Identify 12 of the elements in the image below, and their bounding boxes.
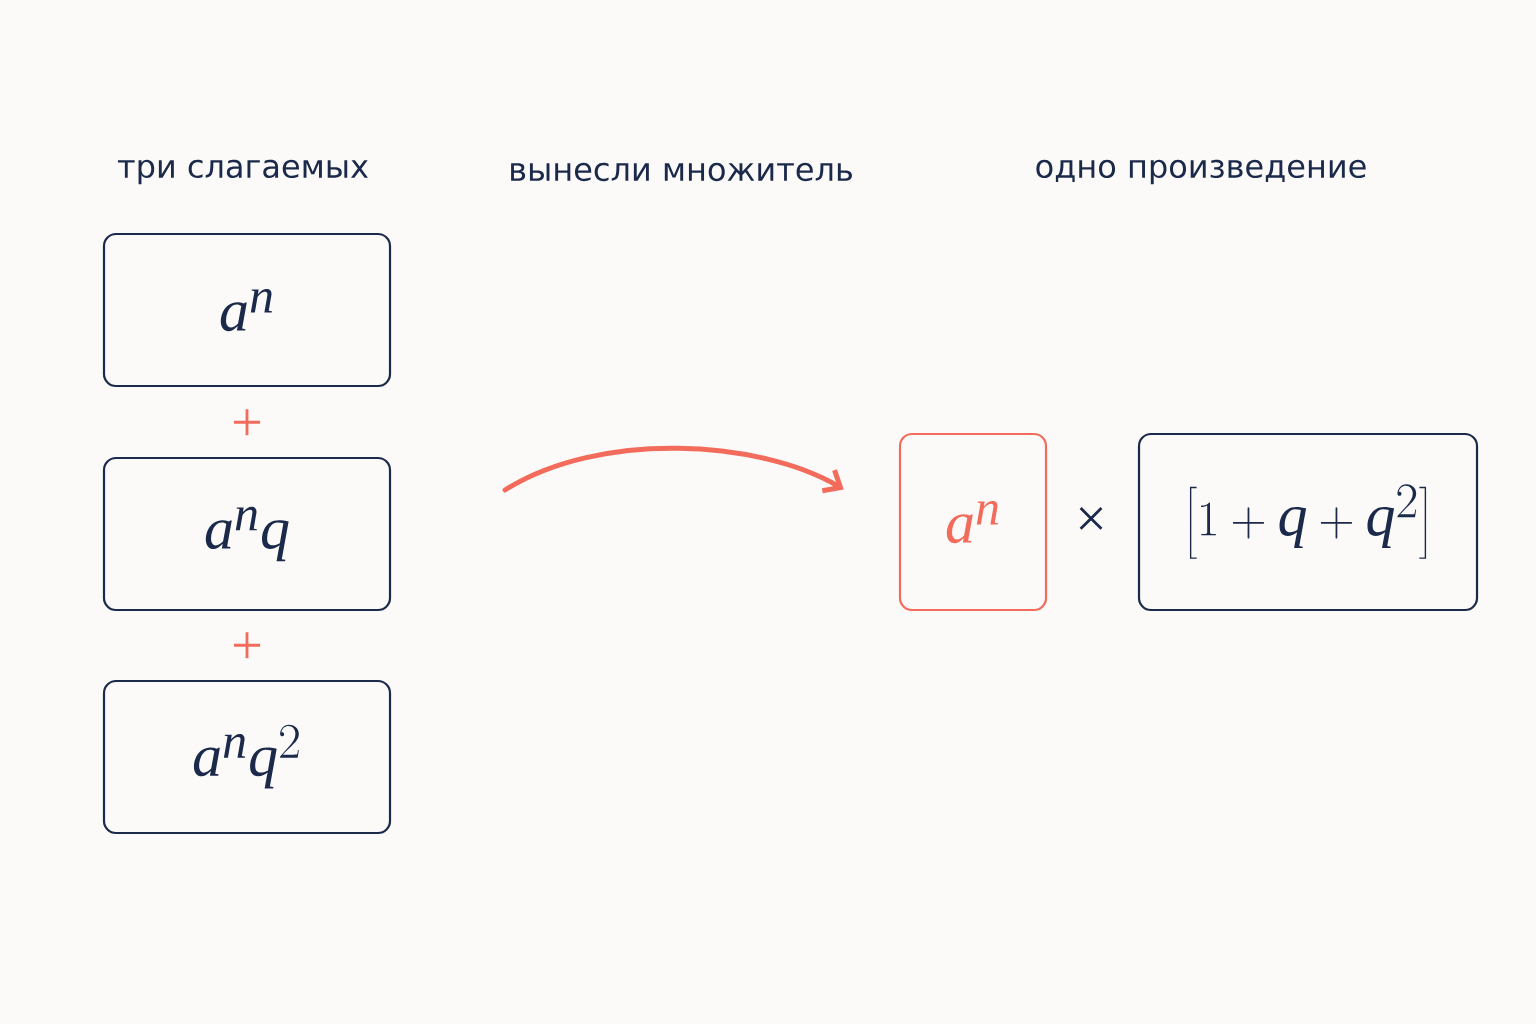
operator-sign: ×	[1079, 507, 1103, 530]
curved-arrow	[502, 445, 844, 494]
term-box: $a^{n}q^{2}$	[102, 679, 392, 835]
operator-sign: +	[234, 409, 261, 436]
term-box: $a^{n}q$	[102, 456, 392, 612]
column-heading: одно произведение	[1036, 159, 1366, 185]
term-box: $a^{n}$	[102, 232, 392, 388]
bracket-box: $\left[1+q+q^{2}\right]$	[1137, 432, 1479, 612]
column-heading: вынесли множитель	[511, 162, 852, 182]
operator-sign: +	[234, 632, 261, 659]
factor-box: $a^{n}$	[898, 432, 1048, 612]
column-heading: три слагаемых	[117, 159, 368, 185]
